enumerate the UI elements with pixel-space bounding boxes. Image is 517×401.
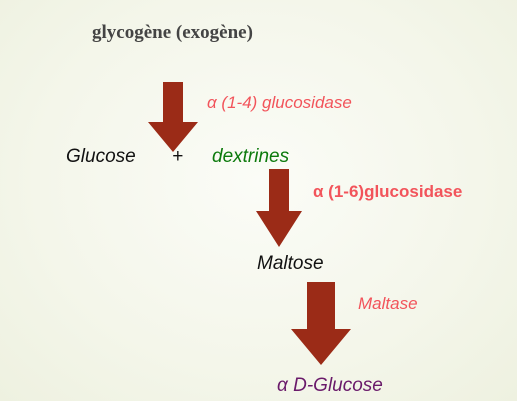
- product-maltose: Maltose: [257, 253, 324, 274]
- enzyme-alpha-1-4-glucosidase: α (1-4) glucosidase: [207, 93, 352, 112]
- arrow-down-2: [256, 169, 302, 247]
- substrate-title: glycogène (exogène): [92, 22, 253, 43]
- arrow-down-3: [291, 282, 351, 365]
- arrow-down-1: [148, 82, 198, 152]
- product-dextrines: dextrines: [212, 146, 290, 167]
- plus-sign: +: [172, 146, 184, 167]
- enzyme-maltase: Maltase: [358, 294, 418, 313]
- enzyme-alpha-1-6-glucosidase: α (1-6)glucosidase: [313, 182, 463, 201]
- product-glucose: Glucose: [66, 146, 136, 167]
- product-alpha-d-glucose: α D-Glucose: [277, 375, 383, 396]
